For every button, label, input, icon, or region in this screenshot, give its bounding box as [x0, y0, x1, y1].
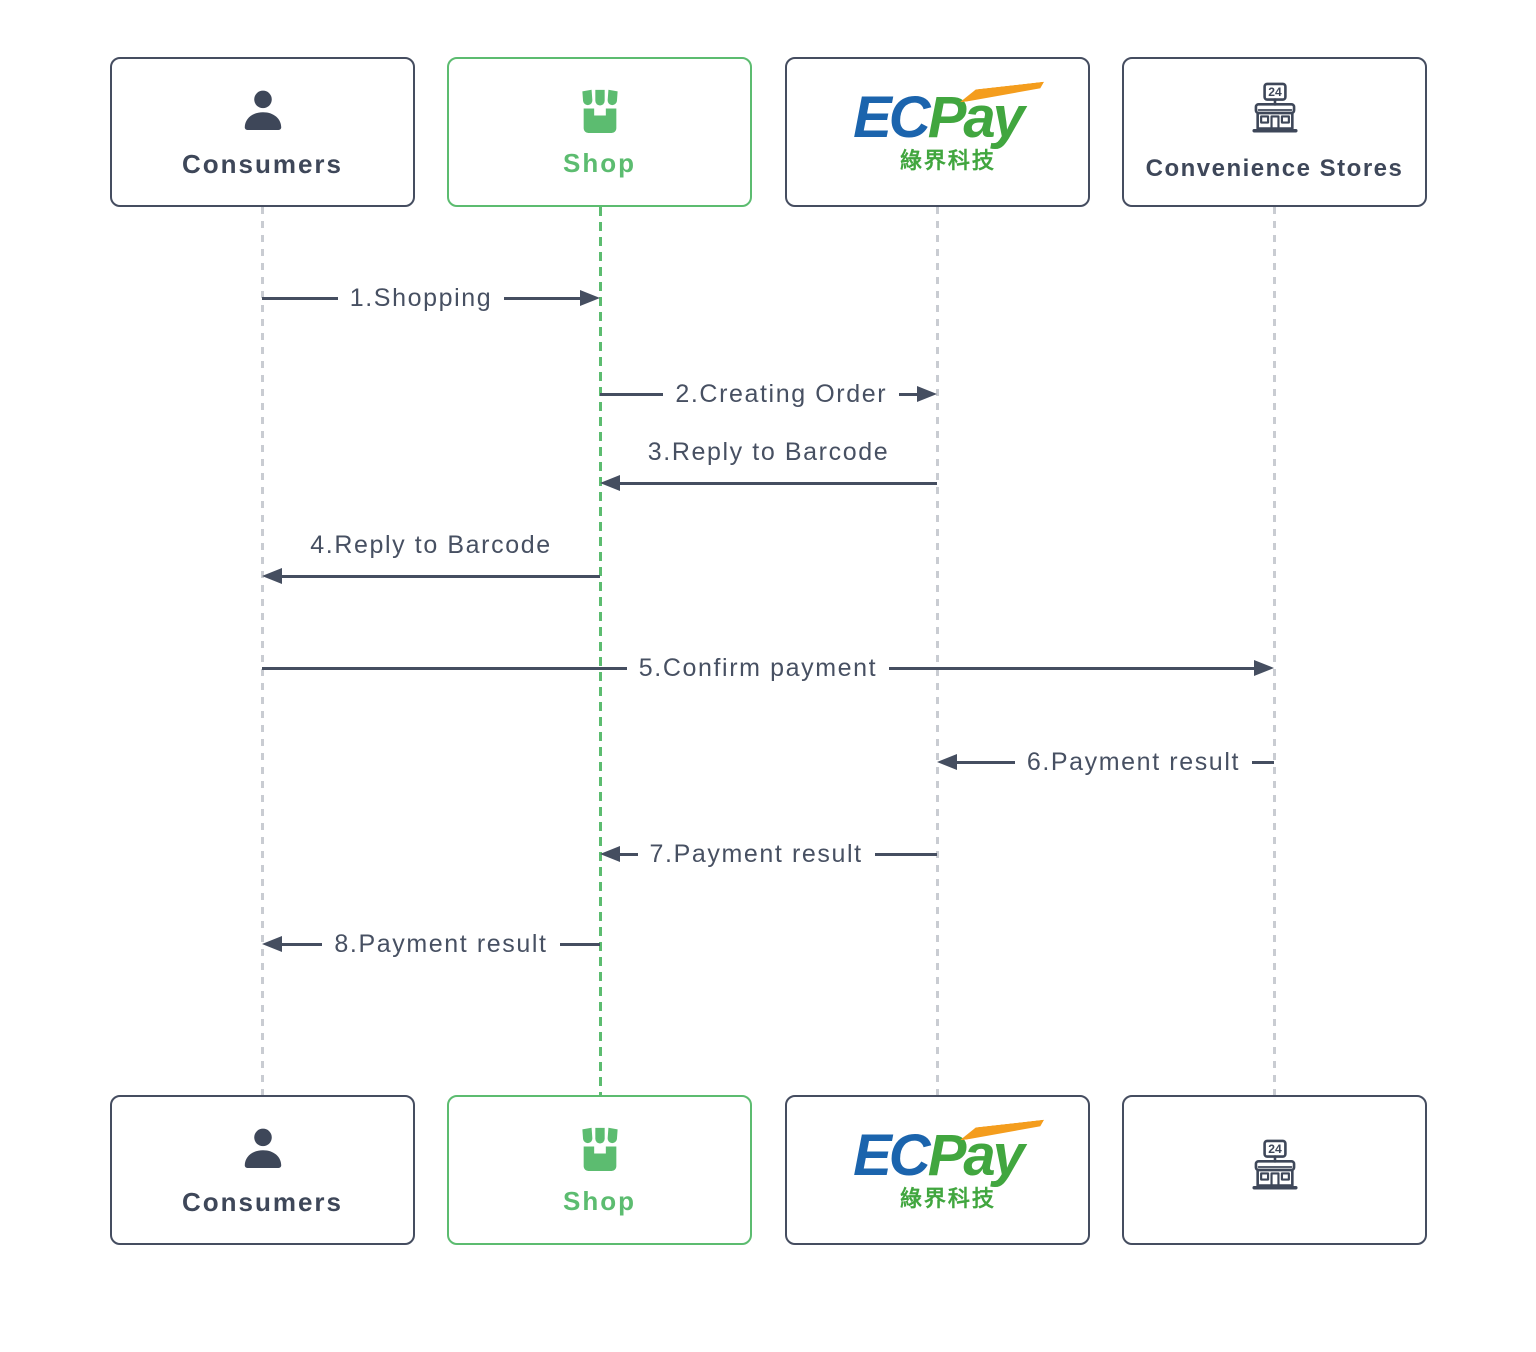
message-1-label: 1.Shopping [349, 283, 493, 312]
message-7: 7.Payment result [600, 834, 937, 874]
line-segment [504, 296, 581, 300]
ecpay-logo: ECPay 綠界科技 [853, 1127, 1022, 1213]
actor-label-convenience: Convenience Stores [1145, 155, 1404, 182]
actor-convenience-bottom: 24 [1122, 1095, 1427, 1245]
actor-label-shop: Shop [563, 1185, 636, 1216]
message-3-label: 3.Reply to Barcode [647, 438, 890, 466]
lifeline-shop [598, 207, 602, 1098]
message-5-label: 5.Confirm payment [638, 653, 878, 682]
ecpay-ec-text: EC [853, 1123, 931, 1188]
arrowhead-right-icon [580, 290, 601, 306]
message-4-label: 4.Reply to Barcode [310, 531, 552, 559]
actor-ecpay-bottom: ECPay 綠界科技 [785, 1095, 1090, 1245]
person-icon [236, 85, 290, 139]
line-segment [282, 574, 600, 578]
message-4: 4.Reply to Barcode [262, 530, 600, 596]
actor-shop-top: Shop [447, 57, 752, 207]
actor-shop-bottom: Shop [447, 1095, 752, 1245]
arrowhead-left-icon [262, 936, 282, 952]
arrowhead-left-icon [262, 568, 282, 584]
actor-label-consumers: Consumers [181, 148, 344, 179]
actor-consumers-bottom: Consumers [110, 1095, 415, 1245]
ecpay-logo: ECPay 綠界科技 [853, 89, 1022, 175]
message-1: 1.Shopping [262, 278, 601, 318]
line-segment [1252, 760, 1274, 764]
arrowhead-right-icon [917, 386, 937, 402]
store-24-sign: 24 [1268, 1142, 1282, 1156]
ecpay-ec-text: EC [853, 85, 931, 150]
line-segment [262, 666, 627, 670]
actor-label-shop: Shop [563, 147, 636, 178]
actor-consumers-top: Consumers [110, 57, 415, 207]
arrowhead-left-icon [937, 754, 957, 770]
message-5: 5.Confirm payment [262, 648, 1274, 688]
person-icon [236, 1123, 290, 1177]
ecpay-subtitle: 綠界科技 [899, 148, 996, 173]
line-segment [874, 852, 937, 856]
message-8-label: 8.Payment result [334, 929, 548, 958]
arrowhead-right-icon [1254, 660, 1274, 676]
line-segment [559, 942, 600, 946]
lifeline-convenience [1272, 207, 1276, 1098]
message-3: 3.Reply to Barcode [600, 437, 937, 503]
line-segment [620, 852, 638, 856]
lifeline-ecpay [935, 207, 939, 1098]
message-2-label: 2.Creating Order [675, 379, 888, 408]
convenience-store-icon: 24 [1249, 81, 1301, 145]
line-segment [620, 481, 937, 485]
line-segment [889, 666, 1254, 670]
message-2: 2.Creating Order [600, 374, 937, 414]
storefront-icon [572, 86, 628, 138]
line-segment [899, 392, 917, 396]
message-8: 8.Payment result [262, 924, 600, 964]
message-7-label: 7.Payment result [649, 839, 863, 868]
arrowhead-left-icon [600, 475, 620, 491]
line-segment [262, 296, 338, 300]
convenience-store-icon: 24 [1249, 1138, 1301, 1202]
line-segment [957, 760, 1015, 764]
message-6: 6.Payment result [937, 742, 1274, 782]
line-segment [600, 392, 664, 396]
ecpay-subtitle: 綠界科技 [899, 1186, 996, 1211]
arrowhead-left-icon [600, 846, 620, 862]
lifeline-consumers [260, 207, 264, 1098]
line-segment [282, 942, 323, 946]
actor-label-consumers: Consumers [181, 1186, 344, 1217]
actor-ecpay-top: ECPay 綠界科技 [785, 57, 1090, 207]
storefront-icon [572, 1124, 628, 1176]
store-24-sign: 24 [1268, 85, 1282, 99]
actor-convenience-top: 24 Convenience Stores [1122, 57, 1427, 207]
message-6-label: 6.Payment result [1026, 747, 1241, 776]
